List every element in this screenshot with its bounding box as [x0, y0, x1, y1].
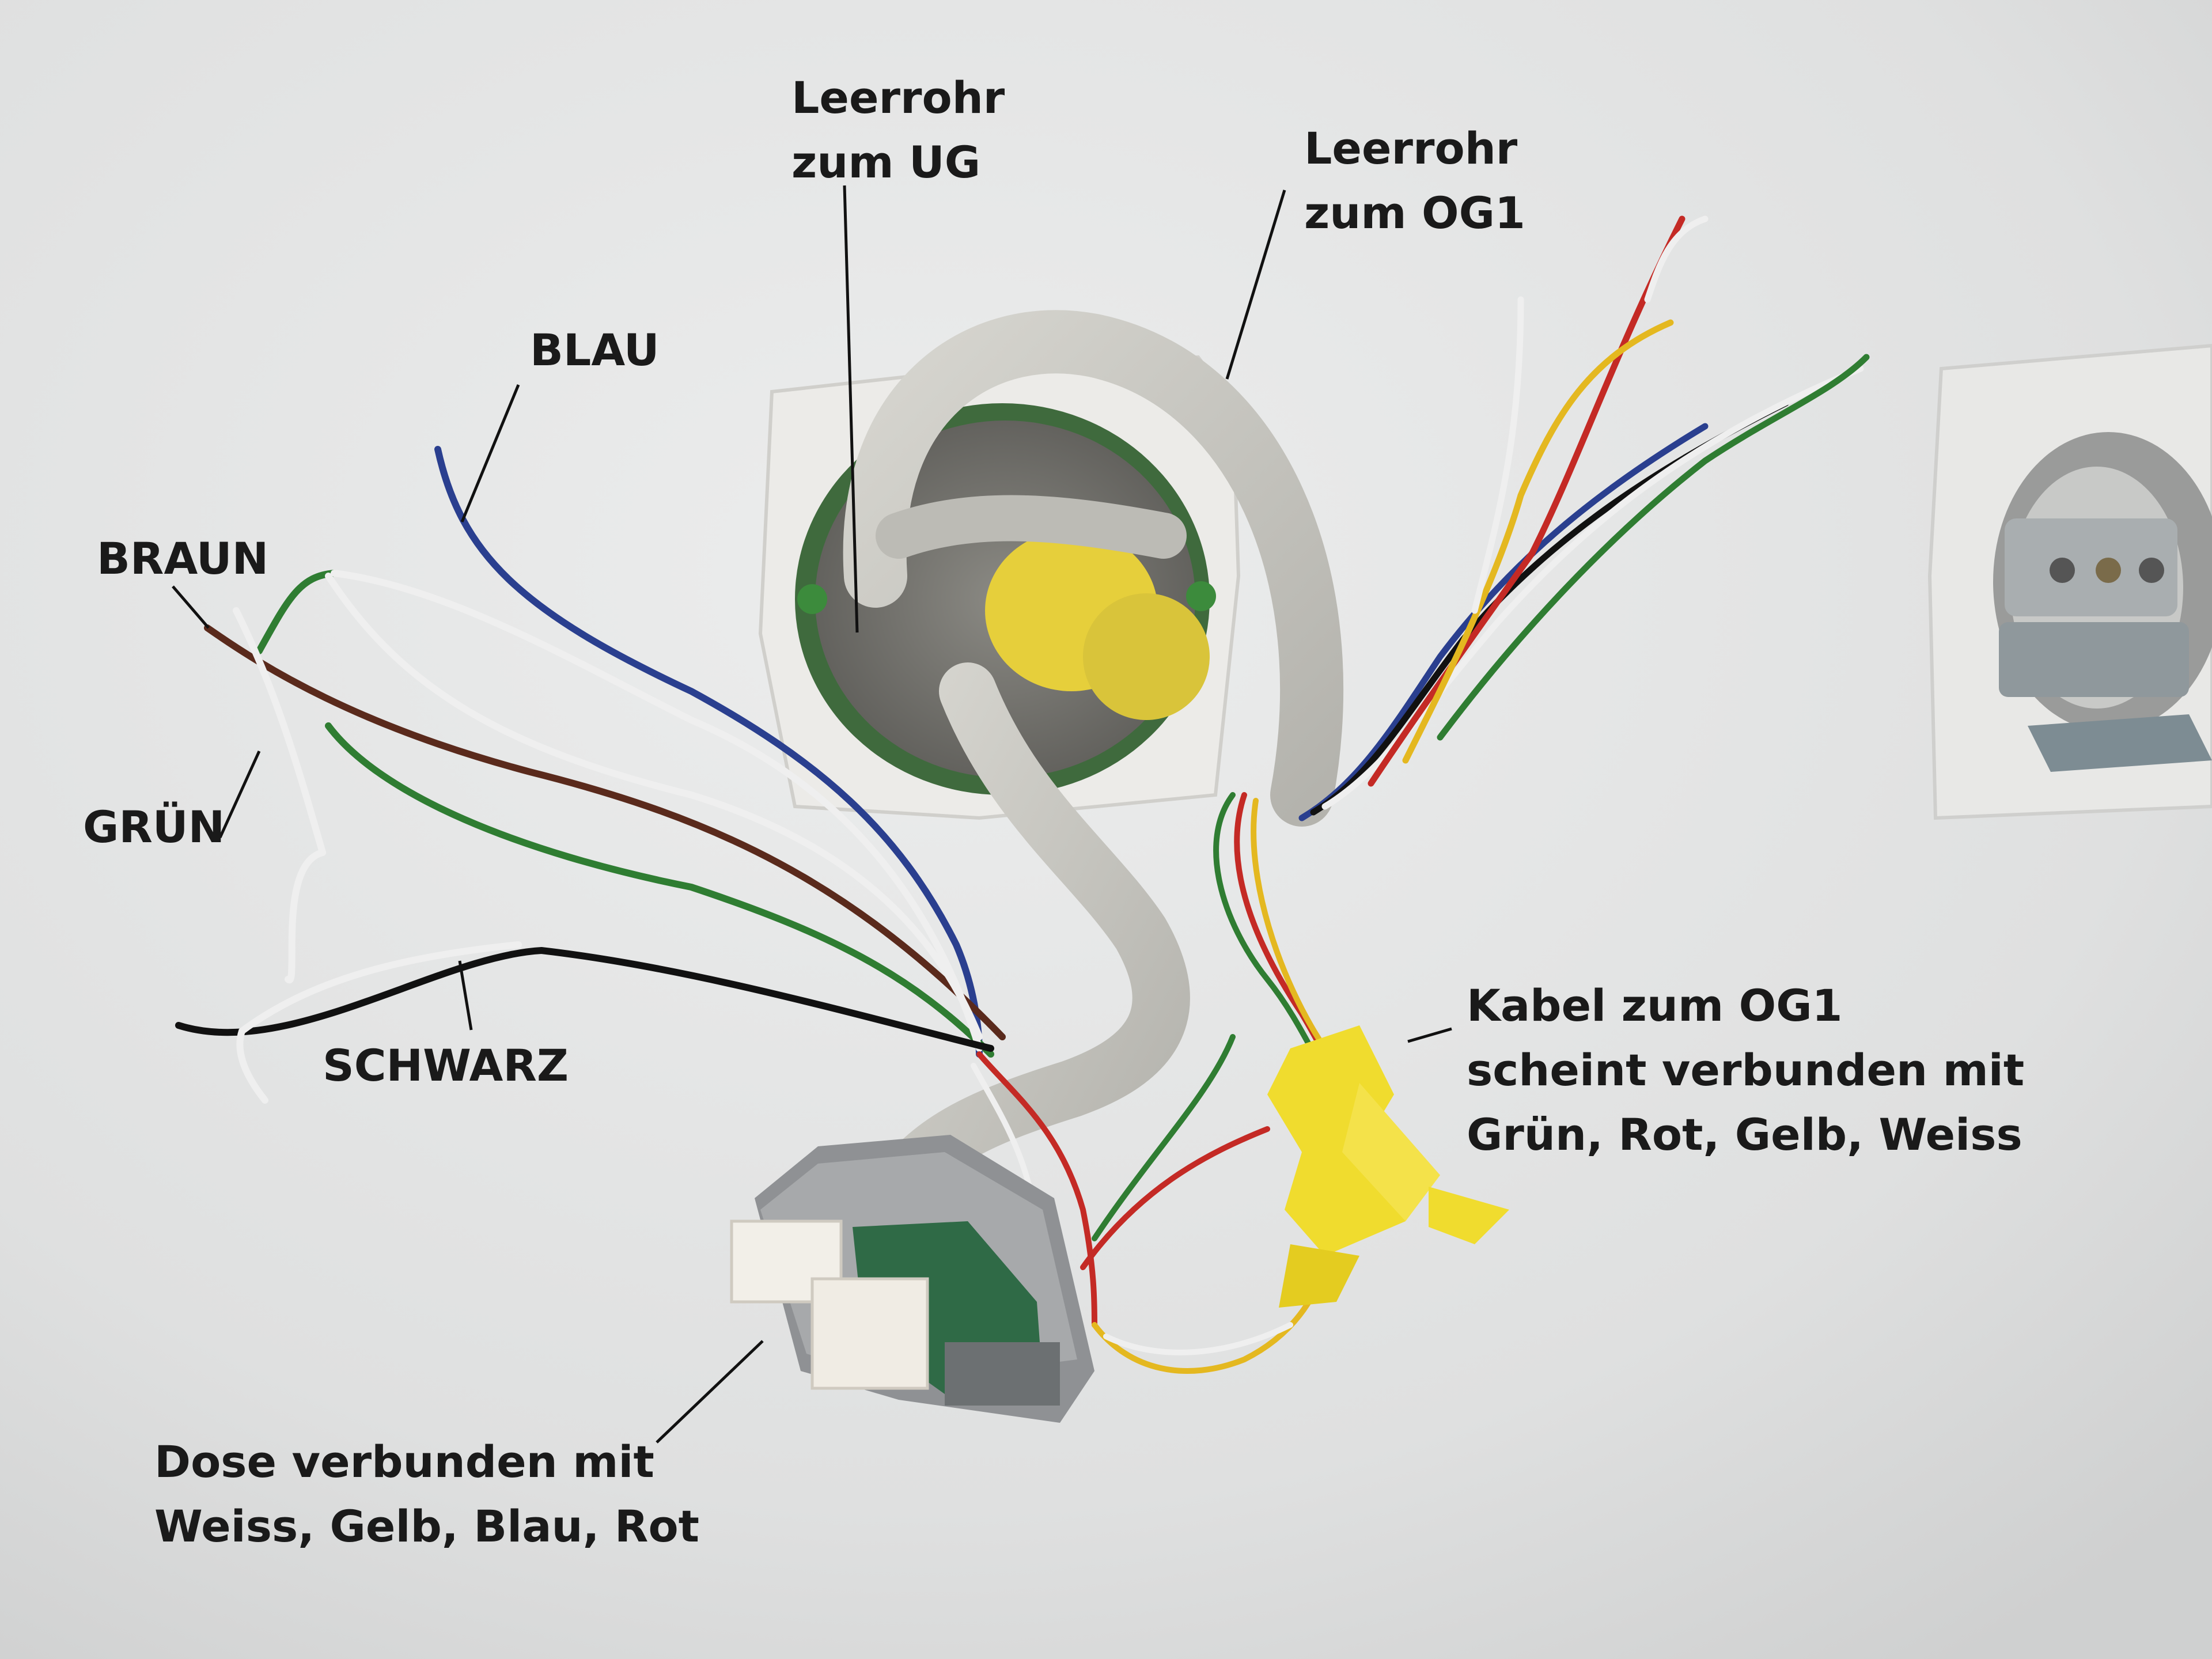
- network-socket-insert: [730, 1135, 1094, 1423]
- wires-right: [1298, 215, 1870, 821]
- wires-left: [175, 446, 1006, 1104]
- leader-leerrohr-og1: [1225, 190, 1286, 380]
- leader-blau: [460, 384, 520, 522]
- label-schwarz: SCHWARZ: [323, 1040, 569, 1091]
- label-kabel-og1: Kabel zum OG1 scheint verbunden mit Grün…: [1467, 980, 2025, 1160]
- conduit-og1: [843, 310, 1343, 827]
- label-leerrohr-ug: Leerrohr zum UG: [791, 72, 1005, 188]
- label-dose: Dose verbunden mit Weiss, Gelb, Blau, Ro…: [154, 1436, 699, 1552]
- label-gruen: GRÜN: [83, 801, 225, 853]
- neighbor-socket: [1927, 343, 2212, 820]
- leader-schwarz: [458, 960, 473, 1031]
- yellow-tape: [1267, 1025, 1509, 1308]
- label-blau: BLAU: [530, 324, 660, 376]
- leader-kabel-og1: [1407, 1027, 1452, 1043]
- label-leerrohr-og1: Leerrohr zum OG1: [1304, 123, 1525, 238]
- leader-dose: [656, 1340, 764, 1444]
- annotation-leader-lines: [172, 185, 1452, 1444]
- conduit-ug: [870, 662, 1190, 1215]
- leader-leerrohr-ug: [843, 185, 859, 633]
- leader-gruen: [218, 750, 261, 839]
- label-braun: BRAUN: [97, 533, 269, 584]
- leader-braun: [172, 585, 210, 629]
